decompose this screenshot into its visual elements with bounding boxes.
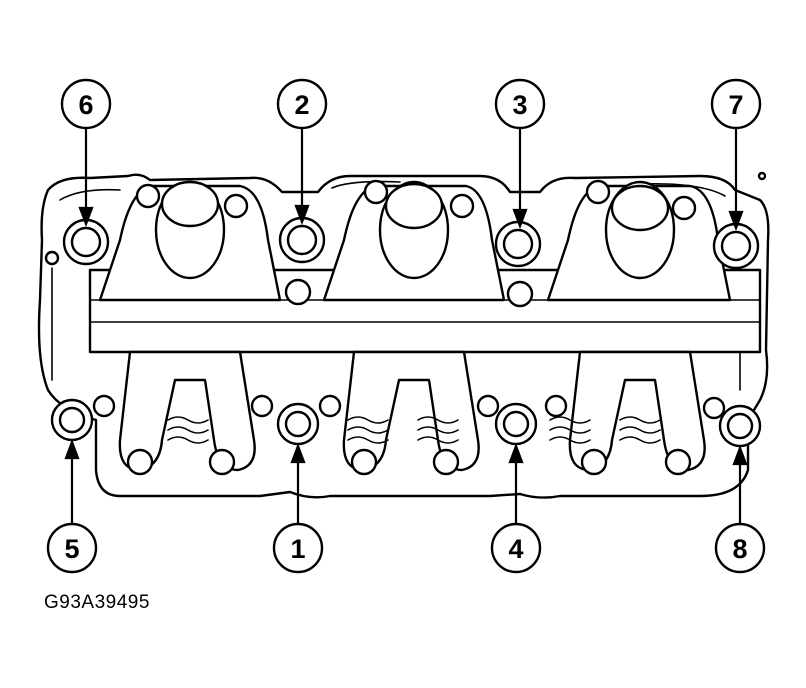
bolt-2 — [278, 216, 326, 306]
bolt-3 — [494, 220, 542, 308]
bolt-6 — [62, 218, 110, 266]
bolt-1 — [250, 394, 342, 446]
callout-label: 8 — [732, 534, 747, 564]
callout-label: 2 — [294, 90, 309, 120]
callout-4: 4 — [490, 522, 542, 574]
callout-6: 6 — [60, 78, 112, 130]
callout-label: 7 — [728, 90, 743, 120]
callout-7: 7 — [710, 78, 762, 130]
rocker-arm-right — [546, 179, 732, 476]
callout-3: 3 — [494, 78, 546, 130]
rocker-arm-left — [98, 180, 282, 476]
callout-label: 3 — [512, 90, 527, 120]
callout-label: 6 — [78, 90, 93, 120]
figure-code: G93A39495 — [44, 592, 150, 613]
bolt-5 — [50, 394, 116, 442]
callout-label: 4 — [508, 534, 523, 564]
valve-springs — [167, 416, 661, 444]
callout-1: 1 — [272, 522, 324, 574]
rocker-arm-center — [322, 179, 506, 476]
callout-label: 5 — [64, 534, 79, 564]
callout-8: 8 — [714, 522, 766, 574]
callout-5: 5 — [46, 522, 98, 574]
callout-2: 2 — [276, 78, 328, 130]
leader-arrows — [64, 128, 748, 524]
bolt-4 — [476, 394, 568, 446]
callout-label: 1 — [290, 534, 305, 564]
bolt-7 — [712, 222, 760, 270]
